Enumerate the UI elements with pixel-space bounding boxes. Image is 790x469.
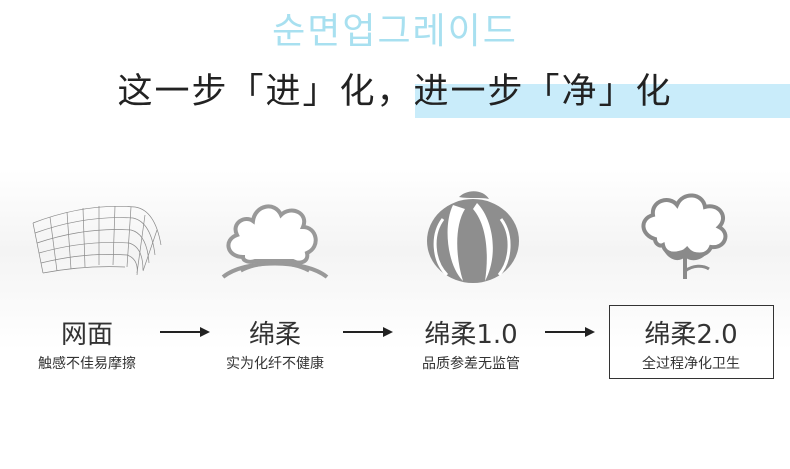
step-subtitle-mesh: 触感不佳易摩擦 bbox=[38, 356, 136, 372]
step-subtitle-soft-1: 品质参差无监管 bbox=[422, 356, 520, 372]
step-title-mesh: 网面 bbox=[60, 320, 113, 350]
arrow-right-icon bbox=[545, 327, 595, 337]
step-title-soft-1: 绵柔1.0 bbox=[424, 320, 518, 350]
highlighted-step-box bbox=[609, 305, 774, 379]
cloud-cotton-icon bbox=[200, 185, 350, 290]
step-subtitle-soft: 实为化纤不健康 bbox=[226, 356, 324, 372]
mesh-surface-icon bbox=[20, 185, 170, 290]
step-subtitle-soft-2: 全过程净化卫生 bbox=[642, 356, 740, 372]
background-band bbox=[0, 170, 790, 350]
cotton-boll-icon bbox=[398, 185, 548, 290]
cotton-flower-icon bbox=[610, 185, 760, 290]
arrow-right-icon bbox=[160, 327, 210, 337]
korean-heading: 순면업그레이드 bbox=[272, 11, 518, 52]
title-highlight-band bbox=[415, 84, 790, 118]
step-title-soft-2: 绵柔2.0 bbox=[644, 320, 738, 350]
step-title-soft: 绵柔 bbox=[248, 320, 301, 350]
main-heading: 这一步「进」化，进一步「净」化 bbox=[117, 72, 673, 112]
arrow-right-icon bbox=[343, 327, 393, 337]
